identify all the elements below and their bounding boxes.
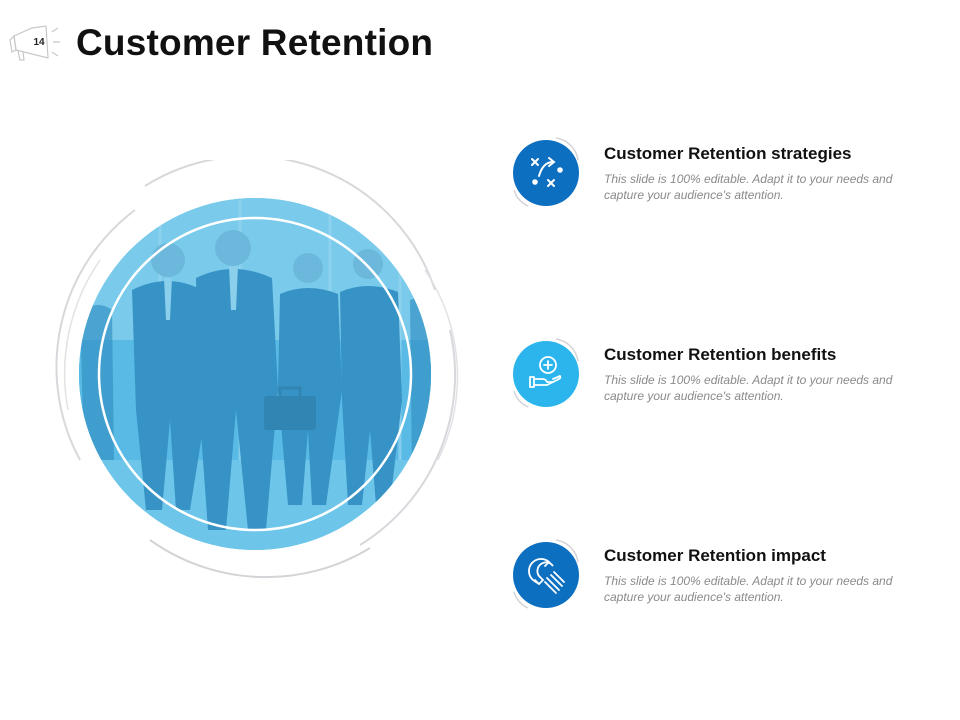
page-title: Customer Retention: [76, 22, 434, 63]
decorative-arcs: [513, 338, 579, 408]
item-description: This slide is 100% editable. Adapt it to…: [604, 172, 893, 202]
item-title: Customer Retention impact: [604, 546, 826, 565]
item-title: Customer Retention strategies: [604, 144, 852, 163]
team-photo-illustration: [55, 155, 459, 579]
list-item: Customer Retention benefits This slide i…: [510, 338, 930, 421]
list-item: Customer Retention impact This slide is …: [510, 539, 930, 622]
hand-coin-icon: [513, 341, 579, 407]
list-item: Customer Retention strategies This slide…: [510, 137, 930, 220]
slide-number: 14: [33, 37, 45, 48]
magnet-icon: [513, 542, 579, 608]
team-photo: [40, 155, 480, 600]
item-description: This slide is 100% editable. Adapt it to…: [604, 373, 893, 403]
strategy-play-icon: [513, 140, 579, 206]
item-title: Customer Retention benefits: [604, 345, 837, 364]
slide-number-badge: 14: [8, 22, 64, 66]
decorative-arcs: [513, 539, 579, 609]
item-description: This slide is 100% editable. Adapt it to…: [604, 574, 893, 604]
decorative-arcs: [513, 137, 579, 207]
megaphone-icon: [9, 25, 60, 61]
